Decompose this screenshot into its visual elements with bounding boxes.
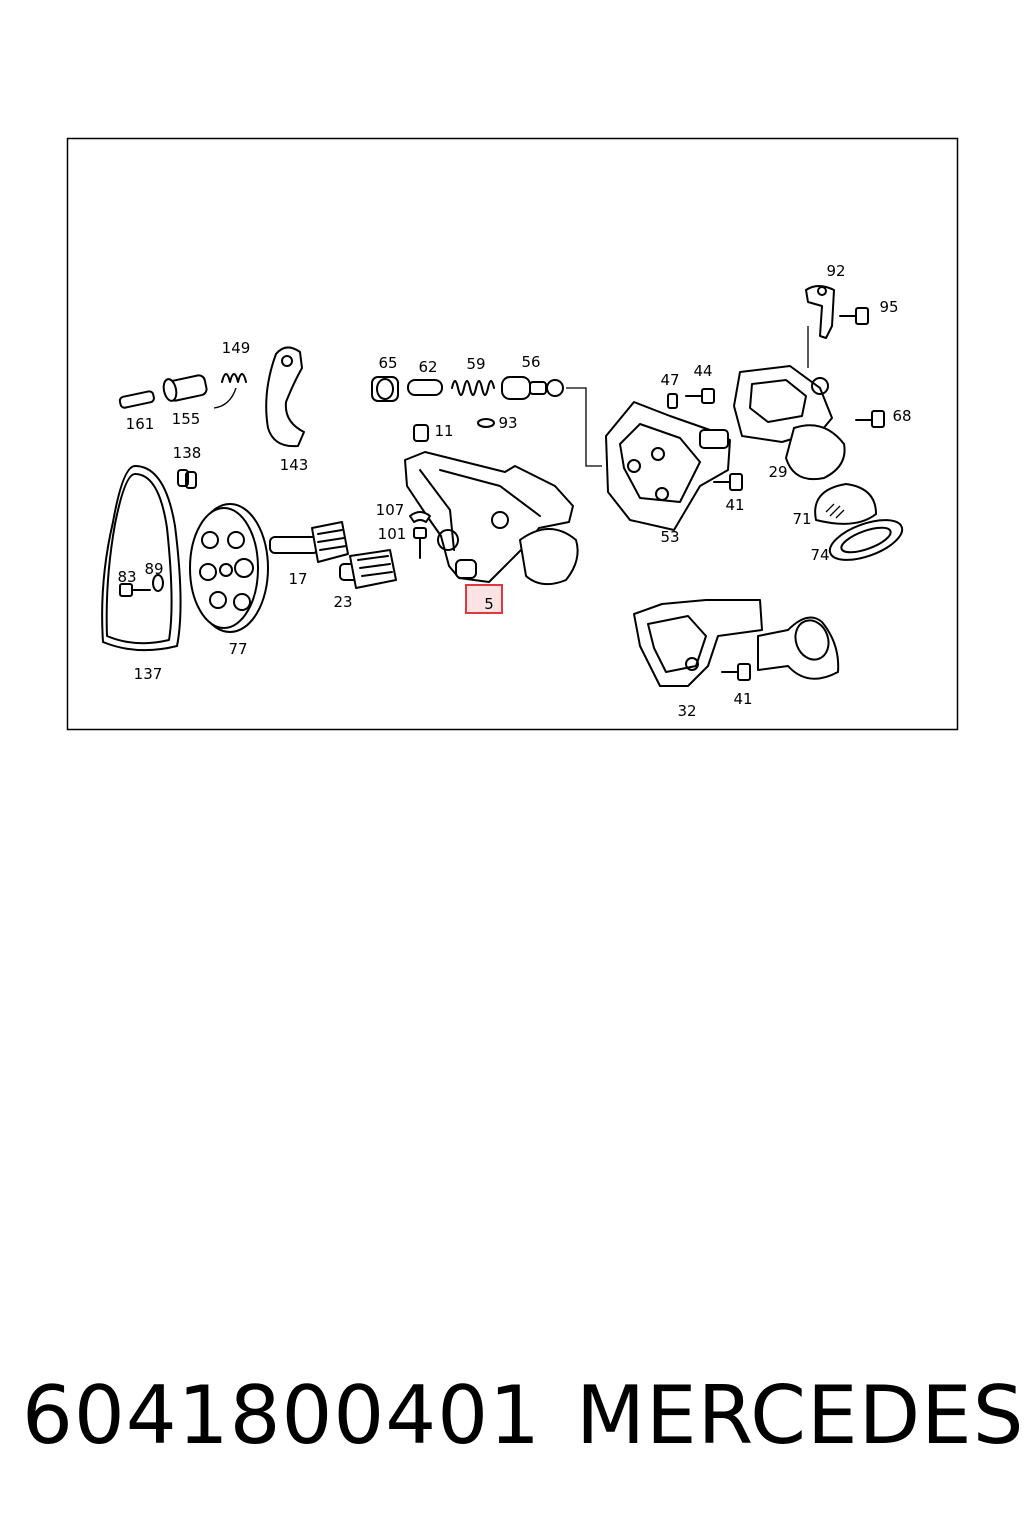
callout-17: 17	[288, 570, 307, 588]
part-44-bolt	[685, 388, 715, 404]
callout-161: 161	[126, 415, 155, 433]
callout-62: 62	[418, 358, 437, 376]
callout-95: 95	[879, 298, 898, 316]
part-161-pin	[118, 390, 155, 409]
part-101-bolt	[413, 527, 427, 559]
callout-149: 149	[222, 339, 251, 357]
callout-155: 155	[172, 410, 201, 428]
part-107-clip	[409, 511, 431, 523]
part-155-sleeve	[162, 374, 208, 402]
callout-29: 29	[768, 463, 787, 481]
part-5-oil-pump	[404, 451, 579, 586]
callout-23: 23	[333, 593, 352, 611]
part-93-washer	[477, 418, 495, 428]
part-74-gasket	[828, 519, 904, 561]
part-149-spring	[213, 373, 247, 409]
part-53-cover	[605, 401, 731, 531]
callout-93: 93	[498, 414, 517, 432]
part-47-clip	[667, 393, 678, 409]
part-92-bracket	[805, 285, 835, 368]
callout-5: 5	[484, 595, 494, 613]
part-11-bushing	[413, 424, 429, 442]
caption: 6041800401 MERCEDES	[0, 1370, 1024, 1470]
callout-11: 11	[434, 422, 453, 440]
part-23-gear	[339, 549, 397, 589]
part-138-chain-link	[177, 469, 197, 489]
callout-68: 68	[892, 407, 911, 425]
part-62-piston	[407, 379, 443, 396]
callout-101: 101	[378, 525, 407, 543]
parts-diagram: 92 95 149 65 62 59 56 47 44 68 161 155 1…	[66, 137, 959, 731]
callout-53: 53	[660, 528, 679, 546]
callout-56: 56	[521, 353, 540, 371]
part-143-lever	[265, 346, 305, 448]
brand-name: MERCEDES	[576, 1369, 1024, 1462]
callout-74: 74	[810, 546, 829, 564]
callout-83: 83	[117, 568, 136, 586]
part-65-cap	[371, 376, 399, 402]
part-17-shaft-gear	[269, 521, 349, 563]
part-41-bolt-upper	[713, 473, 743, 491]
callout-65: 65	[378, 354, 397, 372]
callout-138: 138	[173, 444, 202, 462]
part-32-housing	[633, 599, 840, 687]
callout-41-lower: 41	[733, 690, 752, 708]
callout-92: 92	[826, 262, 845, 280]
part-68-bolt	[855, 410, 885, 428]
callout-32: 32	[677, 702, 696, 720]
part-59-spring	[451, 380, 495, 396]
part-56-plug	[501, 376, 602, 467]
callout-labels: 92 95 149 65 62 59 56 47 44 68 161 155 1…	[117, 262, 911, 720]
part-95-bolt	[839, 307, 869, 325]
callout-41-upper: 41	[725, 496, 744, 514]
part-71-thermostat	[814, 483, 877, 525]
part-29-housing	[733, 365, 846, 480]
highlight-box-part-5	[465, 584, 503, 614]
part-77-sprocket	[189, 503, 269, 633]
callout-77: 77	[228, 640, 247, 658]
callout-44: 44	[693, 362, 712, 380]
callout-107: 107	[376, 501, 405, 519]
callout-143: 143	[280, 456, 309, 474]
part-137-chain	[101, 465, 182, 652]
part-89-washer	[152, 574, 164, 592]
part-number: 6041800401	[22, 1369, 541, 1462]
callout-71: 71	[792, 510, 811, 528]
callout-89: 89	[144, 560, 163, 578]
part-83-bolt	[119, 583, 151, 597]
callout-137: 137	[134, 665, 163, 683]
callout-59: 59	[466, 355, 485, 373]
part-41-bolt-lower	[721, 663, 751, 681]
callout-47: 47	[660, 371, 679, 389]
